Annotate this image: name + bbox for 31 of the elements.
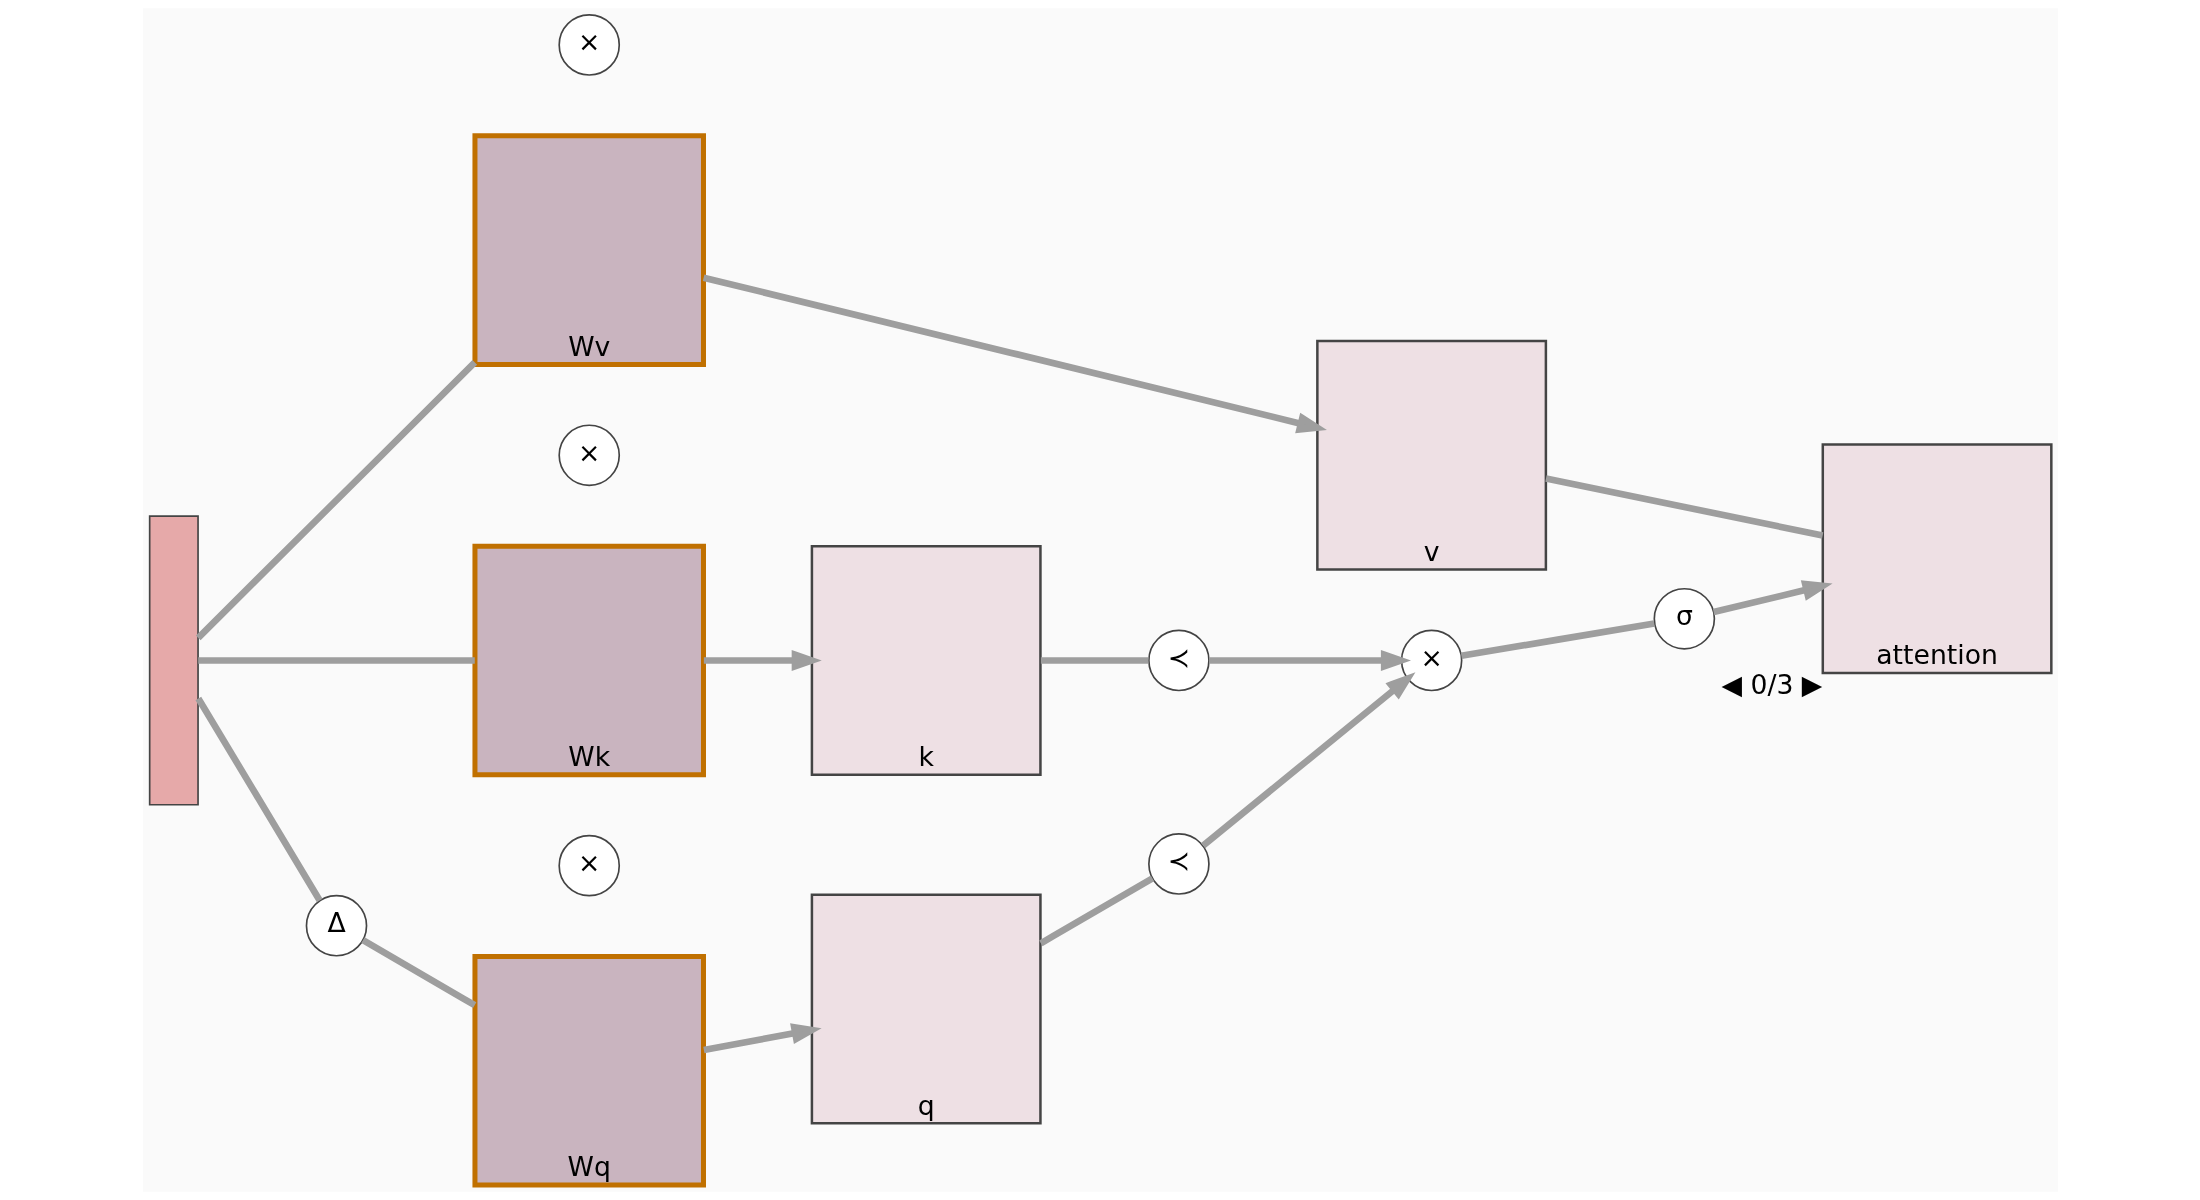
node-circle: Δ [305,894,367,957]
node-circle: σ [1653,587,1715,650]
arrow [1712,580,1833,616]
arrow [1208,649,1411,671]
connector [1460,620,1655,660]
connector [360,937,476,1009]
connector [195,360,477,641]
node-circle: × [557,834,620,897]
connector [1040,657,1148,664]
node-box [148,515,199,806]
connector [1544,475,1823,539]
node-circle: × [557,424,620,487]
connector [1038,875,1154,947]
node-circle: × [557,14,620,76]
node-box: Wv [471,133,706,367]
node-box: Wq [471,954,706,1188]
node-circle: × [1400,629,1462,692]
node-box: k [810,544,1042,776]
connector [195,696,323,903]
node-circle: ≺ [1147,629,1210,692]
node-box: attention [1821,443,2053,675]
node-label: ◀ 0/3 ▶ [1720,669,1822,701]
node-box: Wk [471,543,706,778]
arrow [1200,672,1415,849]
node-circle: ≺ [1147,833,1210,895]
arrow [703,649,822,671]
arrow [702,1023,822,1054]
arrow [702,274,1327,434]
node-box: q [810,893,1042,1125]
connector [197,657,475,664]
node-box: v [1315,339,1547,571]
